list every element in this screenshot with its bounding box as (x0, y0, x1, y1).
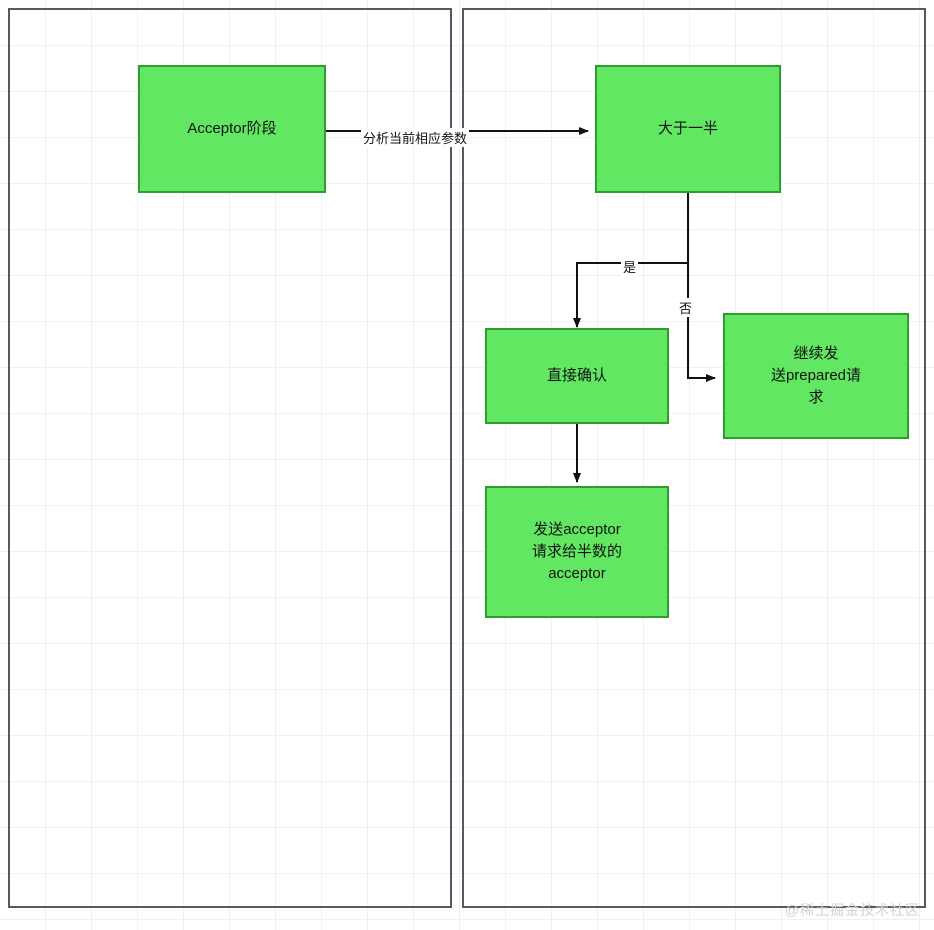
node-label: 大于一半 (657, 120, 718, 137)
node-label: Acceptor阶段 (187, 120, 277, 137)
node-label-line3: acceptor (548, 565, 606, 582)
edge-label-analyze-params: 分析当前相应参数 (361, 128, 470, 147)
node-label-line1: 继续发 (793, 345, 839, 362)
node-continue-prepared[interactable]: 继续发 送prepared请 求 (723, 313, 909, 439)
node-send-acceptor[interactable]: 发送acceptor 请求给半数的 acceptor (485, 486, 669, 618)
node-acceptor-stage[interactable]: Acceptor阶段 (138, 65, 326, 193)
lane-right (462, 8, 926, 908)
node-more-than-half[interactable]: 大于一半 (595, 65, 781, 193)
edge-label-no: 否 (677, 298, 695, 317)
lane-left (8, 8, 452, 908)
node-label-line3: 求 (808, 389, 824, 406)
edge-label-yes: 是 (621, 257, 639, 276)
node-label-line1: 发送acceptor (533, 521, 621, 538)
node-label: 直接确认 (546, 367, 607, 384)
node-label-line2: 请求给半数的 (531, 543, 622, 560)
node-label-line2: 送prepared请 (770, 367, 862, 384)
watermark: @稀土掘金技术社区 (784, 902, 920, 918)
node-direct-confirm[interactable]: 直接确认 (485, 328, 669, 424)
